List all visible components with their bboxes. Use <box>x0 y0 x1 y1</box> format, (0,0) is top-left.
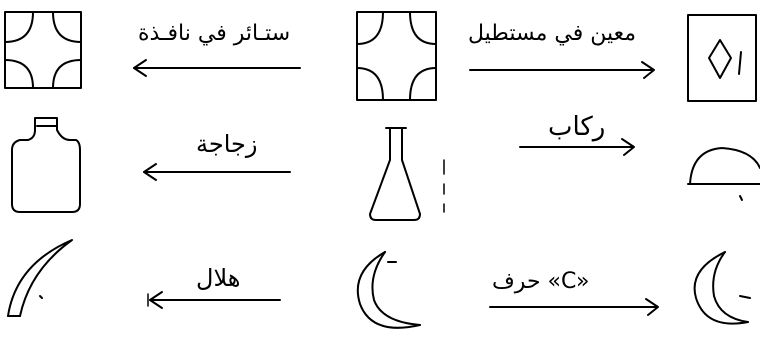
arrow-left-row1 <box>133 59 301 77</box>
label-curtains-in-window: ستـائر في نافـذة <box>138 21 291 46</box>
label-crescent: هلال <box>196 264 241 292</box>
arrow-right-row2 <box>519 138 635 156</box>
label-letter-c: حرف «C» <box>492 269 590 294</box>
flask-figure <box>369 127 445 221</box>
label-rhombus-in-rectangle: معين في مستطيل <box>468 21 637 46</box>
square-concave-corners-figure <box>356 11 437 101</box>
rhombus-in-rectangle-figure <box>687 14 757 102</box>
arrow-right-row3 <box>489 298 659 316</box>
arrow-right-row1 <box>469 61 655 79</box>
arrow-left-row2 <box>143 163 291 181</box>
curtains-in-window-figure <box>4 11 82 89</box>
stirrup-figure <box>687 147 760 201</box>
thin-crescent-figure <box>7 239 73 317</box>
crescent-moon-figure <box>356 251 421 329</box>
bottle-figure <box>11 117 81 213</box>
arrow-left-row3 <box>147 291 281 309</box>
letter-c-crescent-figure <box>693 251 751 325</box>
label-bottle: زجاجة <box>196 130 258 158</box>
label-stirrup: ركاب <box>548 112 606 142</box>
